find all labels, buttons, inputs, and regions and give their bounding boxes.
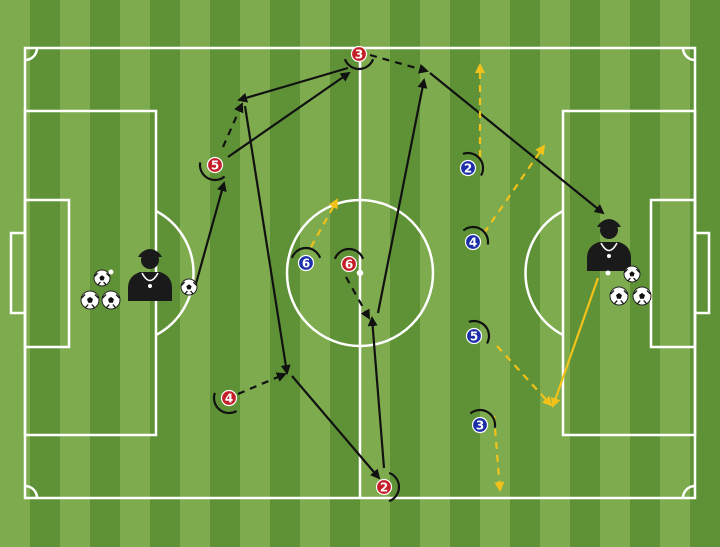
grass-stripe [60,0,90,547]
player-number: 6 [345,258,353,272]
players-layer: 3 5 6 4 2 6 2 4 5 3 [198,45,497,503]
pass-arrow [429,72,605,215]
grass-stripe [270,0,300,547]
grass-stripe [450,0,480,547]
balls-layer [80,265,652,310]
player-marker [220,389,238,407]
run-arrow [345,276,370,320]
player-number: 3 [476,419,484,433]
grass-stripe [240,0,270,547]
cone-icon [108,269,114,275]
player-red-4: 4 [212,389,238,415]
player-blue-4: 4 [462,225,490,251]
pass-arrow [237,66,349,103]
grass-stripe [660,0,690,547]
pass-arrow [550,277,600,408]
ball-icon [93,269,111,287]
right-penalty-arc [524,209,564,337]
coach-icon [587,219,631,271]
grass-stripe [330,0,360,547]
corner-arc-bl [24,484,39,499]
player-facing-arc [469,408,497,428]
player-number: 3 [355,48,363,62]
corner-arc-tl [24,47,39,62]
player-marker [206,156,224,174]
corner-arc-br [681,484,696,499]
grass-stripe [540,0,570,547]
player-facing-arc [462,225,490,245]
ball-icon [180,278,198,296]
pass-arrow [227,71,351,158]
player-number: 6 [302,257,310,271]
player-blue-6: 6 [290,246,322,272]
pass-arrow [376,78,428,314]
pass-arrow [193,181,227,288]
left-goal [9,231,27,315]
grass-stripe [180,0,210,547]
grass-stripe [420,0,450,547]
player-red-2: 2 [375,471,401,503]
right-goal [693,231,711,315]
left-penalty-arc [155,209,195,337]
player-number: 2 [464,162,472,176]
player-marker [465,327,483,345]
player-number: 2 [380,481,388,495]
player-blue-3: 3 [469,408,497,434]
run-arrow [483,144,546,234]
ball-icon [609,286,629,306]
corner-arc-tr [681,47,696,62]
pass-arrow [291,375,381,480]
player-red-3: 3 [343,45,375,71]
run-arrow [369,53,429,74]
black-movement-arrows [193,53,605,480]
coach-icon [128,249,172,301]
player-marker [375,478,393,496]
player-number: 4 [225,392,233,406]
run-arrow [310,198,338,248]
player-marker [340,255,358,273]
run-arrow [496,345,553,407]
player-number: 4 [469,236,477,250]
player-marker [459,159,477,177]
player-facing-arc [290,246,322,259]
player-number: 5 [470,330,478,344]
ball-icon [80,290,100,310]
run-arrow [237,372,287,396]
player-marker [464,233,482,251]
player-marker [297,254,315,272]
ball-icon [623,265,641,283]
player-facing-arc [198,162,226,182]
player-red-6: 6 [333,247,365,273]
player-facing-arc [333,247,365,260]
ball-icon [632,286,652,306]
grass-stripe [210,0,240,547]
player-blue-5: 5 [465,319,491,345]
pass-arrow [367,316,386,469]
player-marker [471,416,489,434]
player-facing-arc [212,392,238,415]
player-marker [350,45,368,63]
player-blue-2: 2 [459,151,485,177]
cone-icon [605,270,611,276]
ball-icon [101,290,121,310]
grass-stripe [30,0,60,547]
yellow-movement-arrows [310,63,600,492]
run-arrow [221,102,244,148]
player-facing-arc [388,471,401,503]
grass-stripe [390,0,420,547]
player-facing-arc [468,319,491,345]
grass-stripe [300,0,330,547]
player-red-5: 5 [198,156,226,182]
run-arrow [243,105,291,375]
center-circle [285,198,435,348]
center-spot [356,269,364,277]
player-facing-arc [343,58,375,71]
player-number: 5 [211,159,219,173]
grass-stripe [480,0,510,547]
grass-stripe [570,0,600,547]
player-facing-arc [462,151,485,177]
